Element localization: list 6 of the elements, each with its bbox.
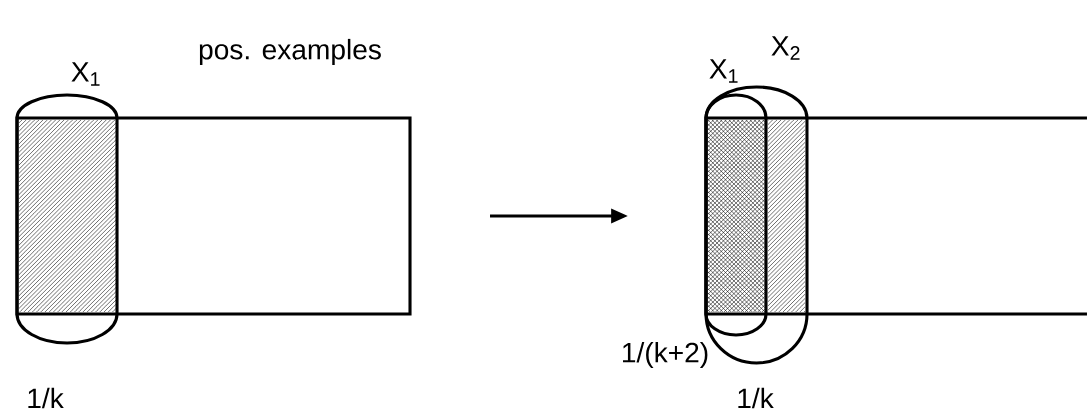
heading: pos. examples: [199, 38, 381, 66]
fraction-label: 1/(k+2): [623, 341, 708, 369]
set-label: X$_{2}$: [771, 36, 800, 60]
sets-drawing: [15, 93, 412, 345]
set-label: X$_{1}$: [71, 62, 100, 86]
fraction-label: 1/k: [28, 387, 64, 409]
